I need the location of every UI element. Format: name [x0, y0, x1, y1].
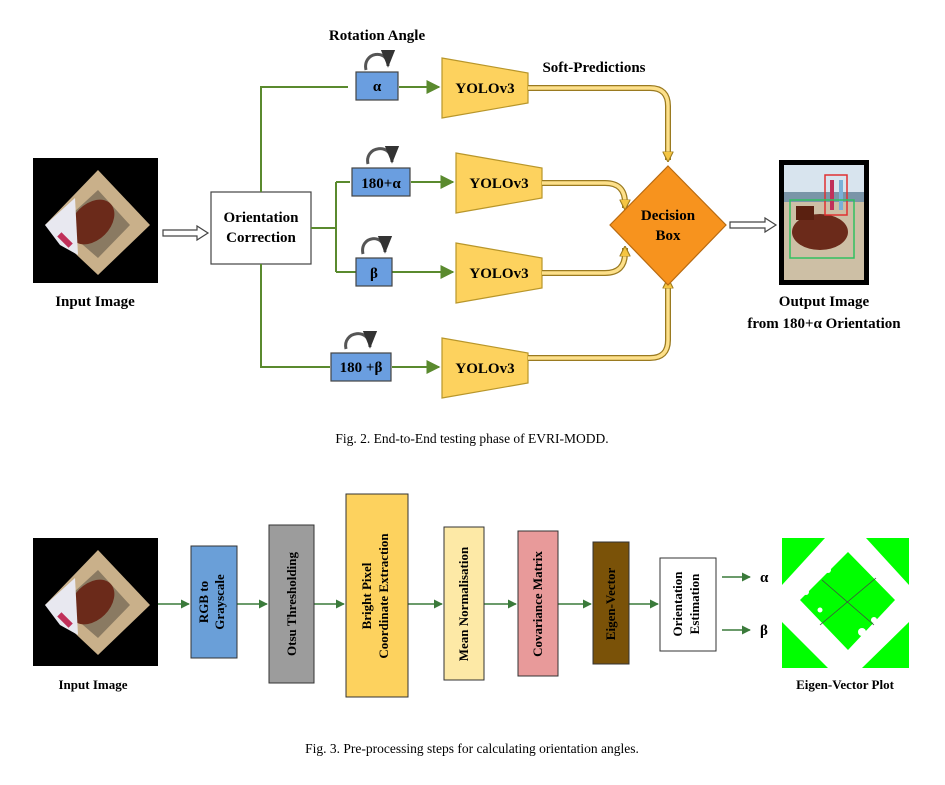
rotation-alpha-label: α: [373, 79, 382, 95]
step-orient-line1: Orientation: [670, 571, 685, 637]
soft-predictions-label: Soft-Predictions: [542, 60, 645, 76]
orientation-correction-box: [210, 191, 312, 265]
decision-line1: Decision: [641, 208, 696, 224]
rotation-arrow-icon: [344, 330, 378, 350]
fig2-input-label: Input Image: [55, 294, 135, 310]
fig3-caption: Fig. 3. Pre-processing steps for calcula…: [305, 741, 639, 756]
fig2-output-label-2: from 180+α Orientation: [747, 316, 901, 332]
fig3-output-beta: β: [760, 623, 768, 639]
rotation-arrow-icon: [366, 145, 400, 165]
step-cov-line1: Covariance Matrix: [530, 551, 545, 657]
yolo-2-label: YOLOv3: [469, 176, 528, 192]
step-rgb-grayscale: RGB to Grayscale: [190, 545, 238, 659]
rotation-arrow-icon: [364, 49, 396, 71]
decision-box: Decision Box: [609, 165, 727, 286]
fig2-input-arrow: [162, 224, 210, 242]
rotation-angle-label: Rotation Angle: [329, 28, 426, 44]
step-bright-line2: Coordinate Extraction: [376, 533, 391, 659]
step-otsu-line1: Otsu Thresholding: [284, 552, 299, 656]
orientation-box-line2: Correction: [226, 230, 296, 246]
rotation-arrow-icon: [361, 235, 393, 255]
fig2-green-connectors: [260, 80, 455, 374]
fig2-output-image: [779, 160, 869, 285]
fig3-pipeline-arrows: [158, 572, 751, 635]
step-eigen-line1: Eigen-Vector: [603, 568, 618, 641]
rotation-alpha: α: [355, 49, 399, 101]
step-mean-normalisation: Mean Normalisation: [443, 526, 485, 681]
soft-prediction-arrows: [528, 85, 668, 361]
rotation-180-alpha: 180+α: [351, 145, 411, 197]
eigen-plot-label: Eigen-Vector Plot: [796, 677, 895, 692]
fig3-input-image: [33, 538, 158, 666]
yolo-3-label: YOLOv3: [469, 266, 528, 282]
step-rgb-line1: RGB to: [196, 581, 211, 623]
fig2-caption: Fig. 2. End-to-End testing phase of EVRI…: [335, 431, 608, 446]
yolo-2: YOLOv3: [455, 152, 543, 214]
fig2-output-label-1: Output Image: [779, 294, 870, 310]
rotation-180-beta: 180 +β: [330, 330, 392, 382]
step-orient-line2: Estimation: [687, 573, 702, 634]
step-otsu: Otsu Thresholding: [268, 524, 315, 684]
step-rgb-line2: Grayscale: [212, 574, 227, 630]
yolo-4: YOLOv3: [441, 337, 529, 399]
eigen-vector-plot: [782, 538, 909, 668]
rotation-180-beta-label: 180 +β: [340, 360, 383, 376]
rotation-180-alpha-label: 180+α: [361, 176, 401, 192]
yolo-1: YOLOv3: [441, 57, 529, 119]
rotation-beta-label: β: [370, 266, 378, 282]
rotation-beta: β: [355, 235, 393, 287]
yolo-3: YOLOv3: [455, 242, 543, 304]
step-orientation-estimation: Orientation Estimation: [659, 557, 717, 652]
yolo-1-label: YOLOv3: [455, 81, 514, 97]
fig3-input-label: Input Image: [59, 677, 128, 692]
step-bright-pixel: Bright Pixel Coordinate Extraction: [345, 493, 409, 698]
step-bright-line1: Bright Pixel: [359, 562, 374, 629]
step-covariance: Covariance Matrix: [517, 530, 559, 677]
step-eigen-vector: Eigen-Vector: [592, 541, 630, 665]
step-mean-line1: Mean Normalisation: [456, 546, 471, 661]
orientation-box-line1: Orientation: [224, 210, 300, 226]
fig2-output-arrow: [729, 216, 778, 234]
yolo-4-label: YOLOv3: [455, 361, 514, 377]
fig2-input-image: [33, 158, 158, 283]
decision-line2: Box: [655, 228, 681, 244]
fig3-output-alpha: α: [760, 570, 769, 586]
